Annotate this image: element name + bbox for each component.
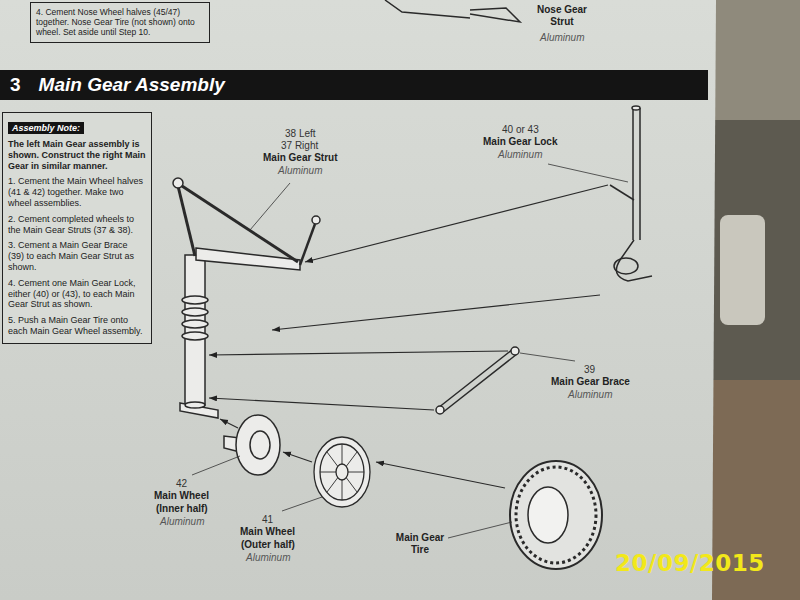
note-text: 2. Cement completed wheels to the Main G… bbox=[8, 214, 146, 236]
note-text: 4. Cement Nose Wheel halves (45/47) toge… bbox=[36, 7, 204, 38]
part-name: Main Wheel bbox=[154, 490, 209, 502]
main-gear-lock bbox=[614, 258, 638, 274]
main-gear-brace bbox=[436, 347, 519, 414]
note-heading: Assembly Note: bbox=[8, 122, 84, 134]
paper-sheet bbox=[0, 0, 716, 600]
material-label: Aluminum bbox=[540, 32, 584, 44]
part-name: Main Gear Brace bbox=[551, 376, 630, 388]
part-name: (Inner half) bbox=[156, 503, 208, 515]
main-gear-strut bbox=[182, 308, 208, 316]
callout-number: 38 Left bbox=[285, 128, 316, 140]
part-name: (Outer half) bbox=[241, 539, 295, 551]
main-gear-strut bbox=[185, 255, 205, 405]
assembly-arrows bbox=[209, 351, 508, 355]
note-text: 4. Cement one Main Gear Lock, either (40… bbox=[8, 278, 146, 310]
assembly-arrows bbox=[376, 462, 505, 488]
main-wheel-outer bbox=[320, 444, 364, 500]
main-gear-strut bbox=[182, 320, 208, 328]
assembly-arrows bbox=[272, 295, 600, 330]
assembly-arrows bbox=[209, 185, 608, 488]
part-name: Main Gear Tire bbox=[390, 532, 450, 555]
section-heading: Main Gear Assembly bbox=[39, 74, 225, 96]
note-box: 4. Cement Nose Wheel halves (45/47) toge… bbox=[30, 2, 210, 43]
callout-number: 37 Right bbox=[281, 140, 318, 152]
main-gear-strut bbox=[173, 178, 320, 418]
material-label: Aluminum bbox=[246, 552, 290, 564]
main-gear-strut bbox=[312, 216, 320, 224]
note-text: 1. Cement the Main Wheel halves (41 & 42… bbox=[8, 176, 146, 208]
paper-sheet bbox=[0, 0, 716, 600]
main-gear-strut bbox=[182, 296, 208, 304]
main-gear-lock bbox=[633, 108, 640, 240]
main-wheel-outer bbox=[336, 464, 348, 480]
main-wheel-inner bbox=[224, 415, 280, 475]
leader-lines bbox=[282, 497, 322, 511]
nose-strut-drawing bbox=[385, 0, 520, 22]
desk-background bbox=[720, 215, 765, 325]
main-gear-strut bbox=[300, 224, 315, 265]
main-gear-tire bbox=[528, 487, 568, 543]
nose-strut-drawing bbox=[385, 0, 470, 18]
main-gear-tire bbox=[510, 461, 602, 569]
note-text: 5. Push a Main Gear Tire onto each Main … bbox=[8, 315, 146, 337]
main-gear-lock bbox=[610, 185, 634, 200]
material-label: Aluminum bbox=[568, 389, 612, 401]
main-wheel-inner bbox=[236, 415, 280, 475]
main-gear-brace bbox=[436, 406, 444, 414]
main-gear-strut bbox=[180, 403, 218, 418]
assembly-arrows bbox=[305, 185, 608, 262]
main-gear-tire bbox=[510, 461, 602, 569]
assembly-arrows bbox=[283, 452, 312, 462]
part-name: Main Wheel bbox=[240, 526, 295, 538]
note-text: 3. Cement a Main Gear Brace (39) to each… bbox=[8, 240, 146, 272]
leader-lines bbox=[192, 164, 628, 538]
main-wheel-outer bbox=[314, 437, 370, 507]
material-label: Aluminum bbox=[160, 516, 204, 528]
main-gear-brace bbox=[511, 347, 519, 355]
material-label: Aluminum bbox=[498, 149, 542, 161]
leader-lines bbox=[250, 183, 290, 230]
main-gear-tire bbox=[516, 467, 596, 563]
callout-number: 39 bbox=[584, 364, 595, 376]
nose-strut-drawing bbox=[470, 8, 520, 22]
callout-number: 40 or 43 bbox=[502, 124, 539, 136]
leader-lines bbox=[448, 522, 512, 538]
leader-lines bbox=[520, 353, 575, 361]
main-gear-strut bbox=[178, 186, 195, 256]
section-band: 3 Main Gear Assembly bbox=[0, 70, 708, 100]
main-gear-lock bbox=[632, 106, 640, 110]
main-wheel-inner bbox=[250, 431, 270, 459]
leader-lines bbox=[548, 164, 628, 182]
leader-lines bbox=[192, 456, 240, 475]
assembly-arrows bbox=[209, 398, 434, 410]
part-name: Main Gear Lock bbox=[483, 136, 557, 148]
section-heading: 3 bbox=[10, 74, 21, 96]
main-wheel-outer bbox=[314, 437, 370, 507]
part-name: Nose Gear Strut bbox=[536, 4, 588, 27]
note-box: Assembly Note: The left Main Gear assembl… bbox=[2, 112, 152, 344]
main-gear-strut bbox=[182, 186, 298, 262]
callout-number: 41 bbox=[262, 514, 273, 526]
main-gear-lock bbox=[610, 106, 652, 281]
material-label: Aluminum bbox=[278, 165, 322, 177]
part-name: Main Gear Strut bbox=[263, 152, 337, 164]
main-gear-strut bbox=[182, 332, 208, 340]
main-gear-brace bbox=[438, 349, 517, 413]
main-gear-strut bbox=[173, 178, 183, 188]
note-text: Assembly Note: bbox=[8, 117, 146, 135]
date-stamp: 20/09/2015 bbox=[615, 550, 765, 576]
callout-number: 42 bbox=[176, 478, 187, 490]
main-wheel-outer bbox=[320, 444, 364, 500]
main-gear-strut bbox=[185, 402, 205, 408]
desk-background bbox=[712, 0, 800, 120]
note-text: The left Main Gear assembly is shown. Co… bbox=[8, 139, 146, 171]
assembly-arrows bbox=[220, 419, 238, 428]
